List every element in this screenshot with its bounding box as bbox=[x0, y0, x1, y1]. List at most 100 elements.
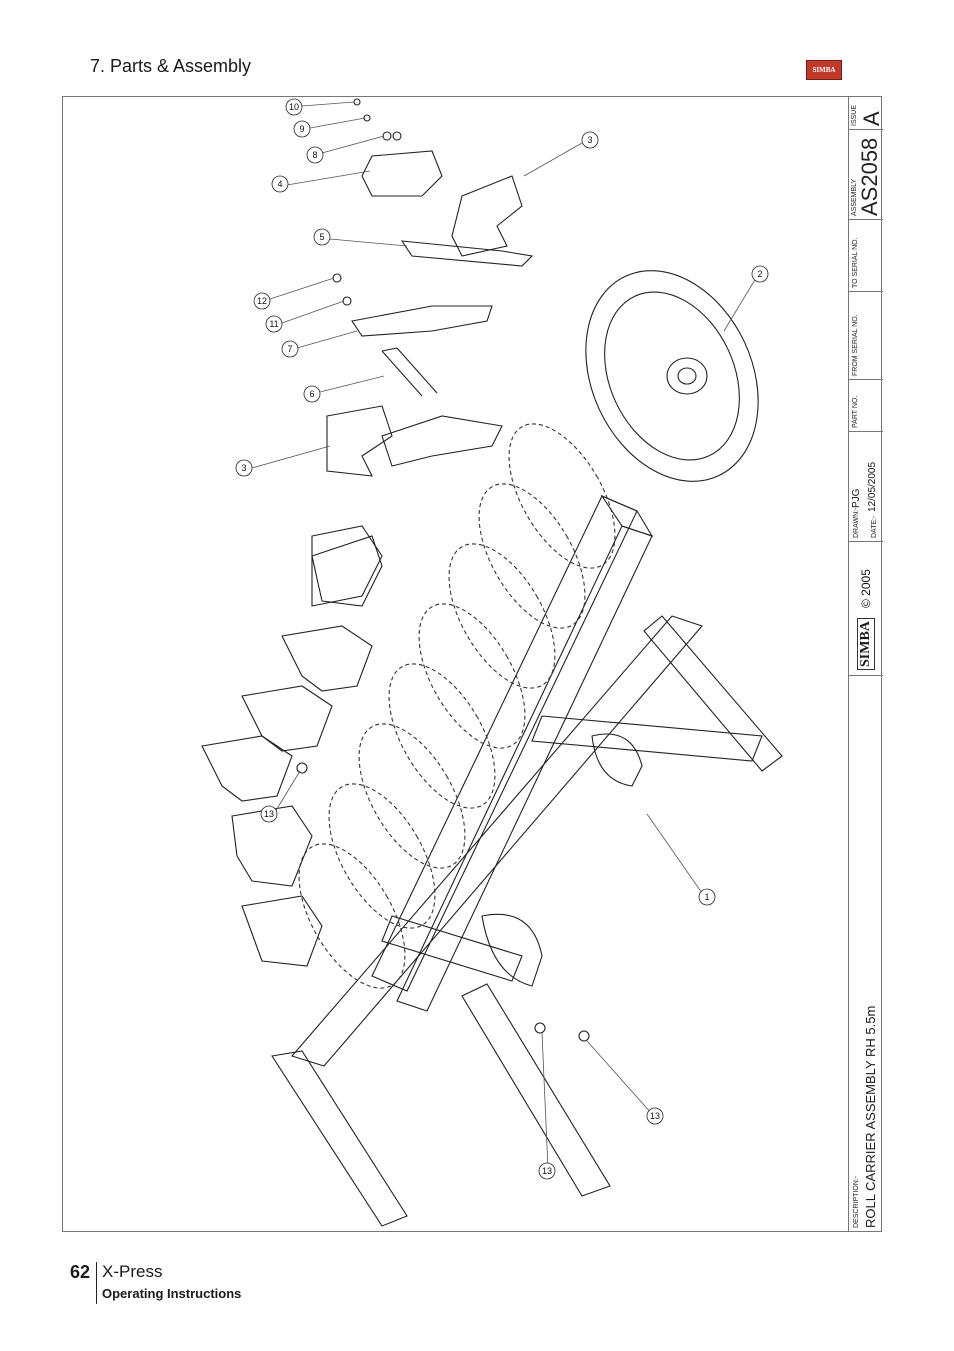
title-block-logo: SIMBA bbox=[857, 618, 875, 670]
roller-disc-8 bbox=[508, 423, 616, 569]
callout-13-b-label: 13 bbox=[650, 1111, 660, 1121]
callout-8-label: 8 bbox=[312, 150, 317, 160]
from-serial-cell: FROM SERIAL NO. bbox=[849, 292, 883, 380]
roller-disc-3 bbox=[358, 723, 466, 869]
title-block: ISSUE A ASSEMBLY AS2058 TO SERIAL NO. FR… bbox=[848, 96, 884, 1232]
callout-4: 4 bbox=[271, 175, 289, 193]
clamp-plate-4 bbox=[361, 150, 443, 197]
issue-label: ISSUE bbox=[851, 104, 858, 126]
callout-4-label: 4 bbox=[277, 179, 282, 189]
roller-disc-1 bbox=[298, 843, 406, 989]
footer-divider bbox=[96, 1262, 97, 1304]
part-no-cell: PART NO. bbox=[849, 380, 883, 432]
date-label: DATE:- bbox=[871, 515, 878, 538]
callout-7-label: 7 bbox=[287, 344, 292, 354]
callout-13-c: 13 bbox=[538, 1162, 556, 1180]
drawing-frame bbox=[62, 96, 882, 1232]
scraper-bracket-e bbox=[231, 805, 313, 887]
callout-12-label: 12 bbox=[257, 296, 267, 306]
washer-8-a bbox=[382, 131, 392, 141]
bracket-pair-lower bbox=[381, 415, 503, 467]
rear-beam bbox=[291, 615, 703, 1067]
roller-disc-7 bbox=[478, 483, 586, 629]
callout-1: 1 bbox=[698, 888, 716, 906]
drawn-label: DRAWN:- bbox=[853, 507, 860, 538]
scraper-plate-3-upper bbox=[451, 175, 523, 257]
callout-5: 5 bbox=[313, 228, 331, 246]
scraper-bracket-d bbox=[311, 535, 383, 607]
roller-disc-4 bbox=[388, 663, 496, 809]
end-disc-inner bbox=[604, 291, 740, 461]
bracket-7 bbox=[351, 305, 493, 337]
description-value: ROLL CARRIER ASSEMBLY RH 5.5m bbox=[863, 1005, 878, 1228]
assembly-value: AS2058 bbox=[857, 137, 882, 216]
callout-1-label: 1 bbox=[704, 892, 709, 902]
lower-frame bbox=[531, 715, 763, 762]
scraper-bracket-a bbox=[201, 735, 293, 802]
callout-13-b: 13 bbox=[646, 1107, 664, 1125]
end-disc-hub-center bbox=[677, 367, 697, 385]
bush-13-a bbox=[296, 762, 308, 774]
side-rail-left bbox=[271, 1050, 408, 1227]
date-value: 12/05/2005 bbox=[867, 461, 878, 512]
roller-disc-2 bbox=[328, 783, 436, 929]
roller-disc-5 bbox=[418, 603, 526, 749]
brand-logo: SIMBA bbox=[806, 60, 842, 80]
copyright: © 2005 bbox=[859, 569, 873, 608]
callout-12: 12 bbox=[253, 292, 271, 310]
washer-11 bbox=[342, 296, 352, 306]
callout-11-label: 11 bbox=[269, 319, 278, 329]
section-title: 7. Parts & Assembly bbox=[90, 56, 252, 76]
callout-5-label: 5 bbox=[319, 232, 324, 242]
nut-10 bbox=[353, 98, 361, 106]
drawn-value: PJG bbox=[851, 488, 862, 508]
bracket-5 bbox=[400, 240, 534, 267]
side-rail-right bbox=[461, 983, 611, 1197]
callout-6: 6 bbox=[303, 385, 321, 403]
callout-10-label: 10 bbox=[289, 102, 299, 112]
callout-7: 7 bbox=[281, 340, 299, 358]
scraper-bracket-c bbox=[281, 625, 373, 692]
callout-3-upper-label: 3 bbox=[587, 135, 592, 145]
scraper-bracket-b bbox=[241, 685, 333, 752]
callout-9: 9 bbox=[293, 120, 311, 138]
u-bolt-6 bbox=[381, 347, 438, 397]
nut-12 bbox=[332, 273, 342, 283]
description-cell: DESCRIPTION:- ROLL CARRIER ASSEMBLY RH 5… bbox=[849, 676, 883, 1232]
callout-11: 11 bbox=[265, 315, 283, 333]
footer-subtitle: Operating Instructions bbox=[102, 1286, 242, 1301]
main-beam-end-top bbox=[600, 494, 654, 537]
washer-8-b bbox=[392, 131, 402, 141]
callout-13-a: 13 bbox=[260, 805, 278, 823]
bush-13-b bbox=[534, 1022, 546, 1034]
end-bracket-lower bbox=[481, 913, 543, 987]
callout-13-a-label: 13 bbox=[264, 809, 274, 819]
callout-8: 8 bbox=[306, 146, 324, 164]
end-bracket-upper bbox=[591, 733, 643, 787]
scraper-plate-3-lower bbox=[326, 405, 393, 477]
description-label: DESCRIPTION:- bbox=[853, 1175, 860, 1228]
end-disc-hub bbox=[666, 357, 708, 395]
main-beam-lower bbox=[396, 525, 653, 1012]
scraper-bracket-f bbox=[241, 895, 323, 967]
bush-13-c bbox=[578, 1030, 590, 1042]
callout-2-label: 2 bbox=[757, 269, 762, 279]
logo-copyright-cell: SIMBA © 2005 bbox=[849, 542, 883, 676]
callout-3-upper: 3 bbox=[581, 131, 599, 149]
drawn-date-cell: DRAWN:- PJG DATE:- 12/05/2005 bbox=[849, 432, 883, 542]
right-arm bbox=[643, 615, 783, 772]
callout-13-c-label: 13 bbox=[542, 1166, 552, 1176]
roller-disc-6 bbox=[448, 543, 556, 689]
issue-cell: ISSUE A bbox=[849, 96, 884, 130]
end-disc-outer bbox=[585, 270, 759, 482]
brand-logo-text: SIMBA bbox=[812, 66, 836, 74]
assembly-cell: ASSEMBLY AS2058 bbox=[849, 130, 883, 220]
callout-9-label: 9 bbox=[299, 124, 304, 134]
to-serial-label: TO SERIAL NO. bbox=[852, 237, 859, 288]
loose-scraper-plate bbox=[311, 525, 383, 607]
callout-3-lower-label: 3 bbox=[241, 463, 246, 473]
callout-2: 2 bbox=[751, 265, 769, 283]
callout-6-label: 6 bbox=[309, 389, 314, 399]
issue-value: A bbox=[859, 111, 884, 126]
page-number: 62 bbox=[70, 1262, 91, 1282]
